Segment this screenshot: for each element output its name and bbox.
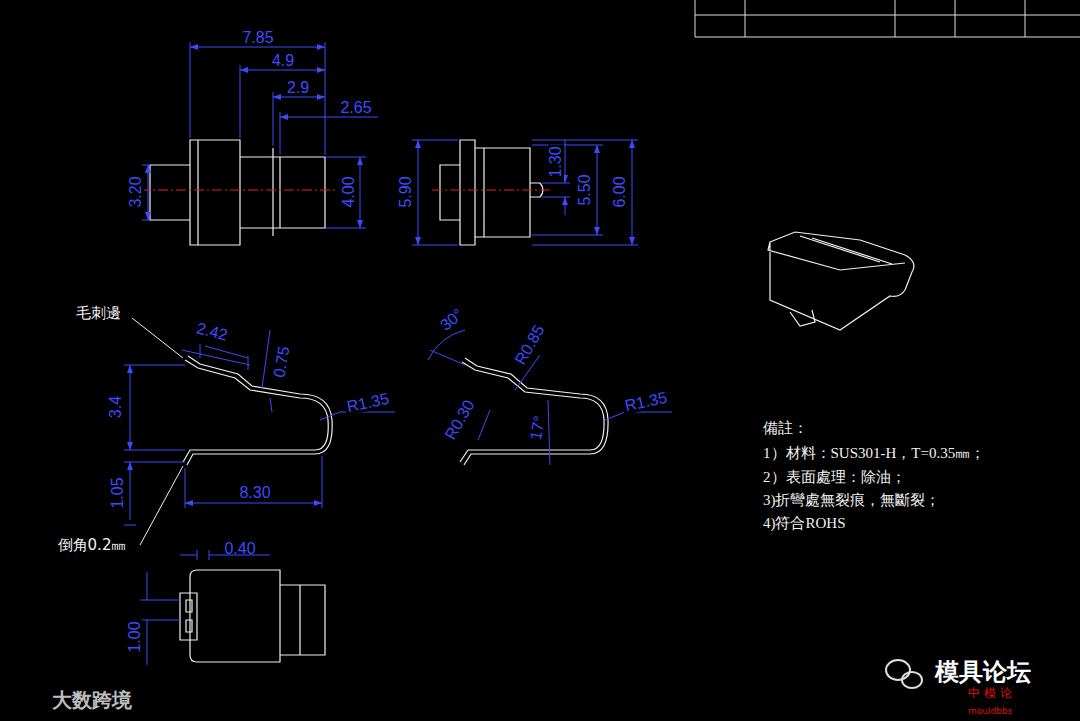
watermark: 大数跨境 [52, 690, 132, 710]
dimension-text: 1.05 [110, 475, 126, 510]
dimension-text: 0.40 [224, 541, 255, 557]
dimension-text: 5.90 [398, 174, 414, 209]
dimension-text: R1.35 [621, 389, 670, 414]
dimension-text: 4.9 [272, 53, 294, 69]
dimension-text: 0.75 [271, 343, 293, 380]
dimension-text: 3.20 [128, 174, 144, 209]
note-text: 備註： [763, 421, 808, 436]
dimension-text: 1.00 [127, 619, 143, 654]
dimension-text: 1.30 [548, 144, 564, 179]
watermark: 中 模 论 [968, 687, 1012, 699]
wechat-icon [886, 660, 922, 688]
callout-text: 倒角0.2㎜ [58, 538, 127, 553]
note-text: 4)符合ROHS [763, 516, 846, 531]
dimension-text: 4.00 [341, 174, 357, 209]
dimension-text: 2.65 [340, 100, 371, 116]
dimension-text: 2.9 [287, 80, 309, 96]
dimension-text: R0.30 [441, 396, 478, 444]
note-text: 2）表面處理：除油； [763, 470, 906, 485]
note-text: 3)折彎處無裂痕，無斷裂； [763, 493, 941, 508]
dimension-text: 5.50 [577, 172, 593, 207]
watermark: mouldbbs [968, 707, 1012, 716]
dimension-text: 8.30 [239, 485, 270, 501]
dimension-text: 7.85 [242, 30, 273, 46]
part-outline [150, 140, 914, 662]
callout-text: 毛刺邊 [76, 306, 121, 321]
dimension-text: R0.85 [511, 321, 548, 369]
dimension-text: 6.00 [612, 174, 628, 209]
title-block [695, 0, 1080, 37]
dimension-lines [124, 42, 672, 665]
leader-lines [132, 318, 183, 545]
watermark: 模具论坛 [935, 660, 1031, 684]
dimension-text: 17° [528, 413, 549, 444]
dimension-text: 2.42 [193, 320, 231, 344]
note-text: 1）材料：SUS301-H，T=0.35㎜； [763, 446, 985, 461]
dimension-text: 3.4 [108, 394, 124, 420]
